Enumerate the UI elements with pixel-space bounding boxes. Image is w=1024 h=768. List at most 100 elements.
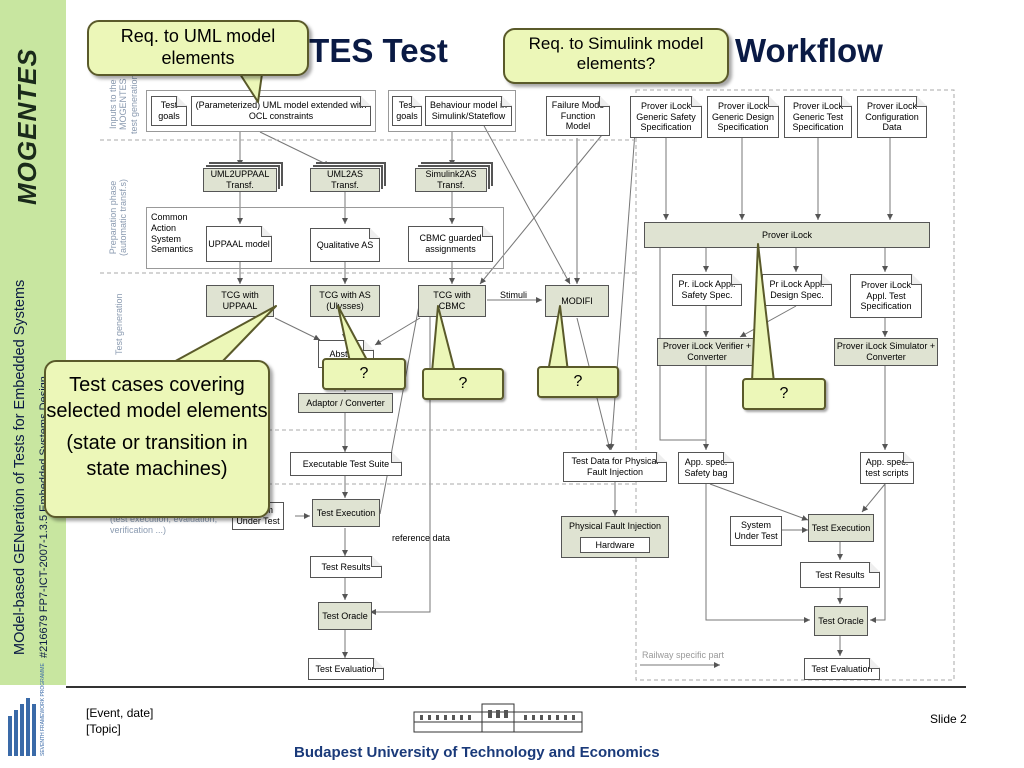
simulink-req-text: Req. to Simulink model elements? [528,34,704,74]
test-exec-1-label: Test Execution [316,507,376,518]
system-under-test-2: System Under Test [730,516,782,546]
uppaal-model: UPPAAL model [206,226,272,262]
uml-req-callout: Req. to UML model elements [87,20,309,76]
common-semantics-group [146,207,504,269]
sidebar: MOGENTES MOdel-based GENeration of Tests… [0,0,66,685]
uppaal-model-label: UPPAAL model [208,238,270,249]
hardware-label: Hardware [595,539,635,550]
test-oracle-1: Test Oracle [318,602,372,630]
test-eval-1-label: Test Evaluation [315,663,377,674]
pr-test-label: Prover iLock Appl. Test Specification [860,279,912,312]
pr-safety-label: Pr. iLock Appl. Safety Spec. [678,279,736,300]
test-cases-callout: Test cases covering selected model eleme… [44,360,270,518]
test-exec-2-label: Test Execution [811,522,871,533]
simulink2as-transf: Simulink2AS Transf. [415,168,487,192]
uml-req-text: Req. to UML model elements [120,26,276,68]
test-data-fault-label: Test Data for Physical Fault Injection [571,456,659,477]
tcg-as-label: TCG with AS (Ulysses) [319,290,371,311]
question-callout-3: ? [537,366,619,398]
building-icon [413,703,583,733]
test-data-fault: Test Data for Physical Fault Injection [563,452,667,482]
footer-divider [66,686,966,688]
uml-model-label: (Parameterized) UML model extended with … [195,100,367,121]
prover-design-label: Prover iLock Generic Design Specificatio… [711,100,775,133]
uml-model: (Parameterized) UML model extended with … [191,96,371,126]
test-results-2-label: Test Results [815,569,865,580]
fp7-logo: SEVENTH FRAMEWORK PROGRAMME [4,663,64,762]
test-goals-2: Test goals [392,96,422,126]
test-goals-2-label: Test goals [396,100,418,121]
cbmc-assignments: CBMC guarded assignments [408,226,493,262]
prover-ilock: Prover iLock [644,222,930,248]
pr-design-spec: Pr iLock Appl. Design Spec. [762,274,832,306]
prover-test-label: Prover iLock Generic Test Specification [792,100,844,133]
test-results-1: Test Results [310,556,382,578]
qualitative-as-label: Qualitative AS [316,239,374,250]
verifier-converter: Prover iLock Verifier + Converter [657,338,757,366]
prover-design-spec: Prover iLock Generic Design Specificatio… [707,96,779,138]
app-safety-bag: App. spec. Safety bag [678,452,734,484]
reference-data-label: reference data [392,533,451,543]
adaptor-converter: Adaptor / Converter [298,393,393,413]
test-results-1-label: Test Results [321,561,371,572]
sut-2-label: System Under Test [734,520,778,541]
test-cases-subtext: (state or transition in state machines) [66,432,248,480]
university-name: Budapest University of Technology and Ec… [294,744,660,761]
test-eval-2-label: Test Evaluation [811,663,873,674]
qualitative-as: Qualitative AS [310,228,380,262]
prover-safety-spec: Prover iLock Generic Safety Specificatio… [630,96,702,138]
pr-safety-spec: Pr. iLock Appl. Safety Spec. [672,274,742,306]
test-evaluation-1: Test Evaluation [308,658,384,680]
simulator-label: Prover iLock Simulator + Converter [836,341,936,362]
footer-event: [Event, date] [86,706,154,720]
simulink2as-label: Simulink2AS Transf. [425,169,477,190]
railway-label: Railway specific part [642,650,725,660]
test-goals-1: Test goals [151,96,187,126]
test-execution-2: Test Execution [808,514,874,542]
pr-design-label: Pr iLock Appl. Design Spec. [769,279,825,300]
exec-suite-label: Executable Test Suite [302,458,390,469]
question-callout-2: ? [422,368,504,400]
question-2-text: ? [458,375,468,392]
title-part2: Workflow [735,32,883,69]
failure-mode-model: Failure Mode Function Model [546,96,610,136]
uml2as-label: UML2AS Transf. [326,169,363,190]
phase-exec-label: (test execution, evaluation, verificatio… [110,514,218,535]
stimuli-label: Stimuli [500,290,528,300]
tcg-cbmc: TCG with CBMC [418,285,486,317]
modifi: MODIFI [545,285,609,317]
uml2uppaal-label: UML2UPPAAL Transf. [210,169,270,190]
question-1-text: ? [359,365,369,382]
test-results-2: Test Results [800,562,880,588]
test-execution-1: Test Execution [312,499,380,527]
behaviour-model: Behaviour model in Simulink/Stateflow [425,96,512,126]
executable-test-suite: Executable Test Suite [290,452,402,476]
fp7-emblem-icon [8,698,36,756]
uml2uppaal-transf: UML2UPPAAL Transf. [203,168,277,192]
abstract-label: Abstract [329,348,363,359]
prover-config-data: Prover iLock Configuration Data [857,96,927,138]
uml-input-group [146,90,376,132]
simulink-req-callout: Req. to Simulink model elements? [503,28,729,84]
tcg-uppaal-label: TCG with UPPAAL [221,290,259,311]
uml2as-transf: UML2AS Transf. [310,168,380,192]
test-oracle-1-label: Test Oracle [322,610,368,621]
prover-test-spec: Prover iLock Generic Test Specification [784,96,852,138]
test-goals-1-label: Test goals [158,100,180,121]
safety-bag-label: App. spec. Safety bag [684,457,728,478]
failure-mode-label: Failure Mode Function Model [551,99,605,132]
cbmc-assignments-label: CBMC guarded assignments [419,233,482,254]
prover-safety-label: Prover iLock Generic Safety Specificatio… [636,100,696,133]
slide-number: Slide 2 [930,712,967,726]
common-semantics-label: Common Action System Semantics [151,212,194,255]
test-oracle-2: Test Oracle [814,606,868,636]
simulink-input-group [388,90,516,132]
prover-ilock-label: Prover iLock [761,229,813,240]
app-test-scripts: App. spec. test scripts [860,452,914,484]
pr-test-spec: Prover iLock Appl. Test Specification [850,274,922,318]
verifier-label: Prover iLock Verifier + Converter [662,341,752,362]
tcg-cbmc-label: TCG with CBMC [433,290,471,311]
title-part1: ITES Test [300,32,448,69]
footer-topic: [Topic] [86,722,121,736]
